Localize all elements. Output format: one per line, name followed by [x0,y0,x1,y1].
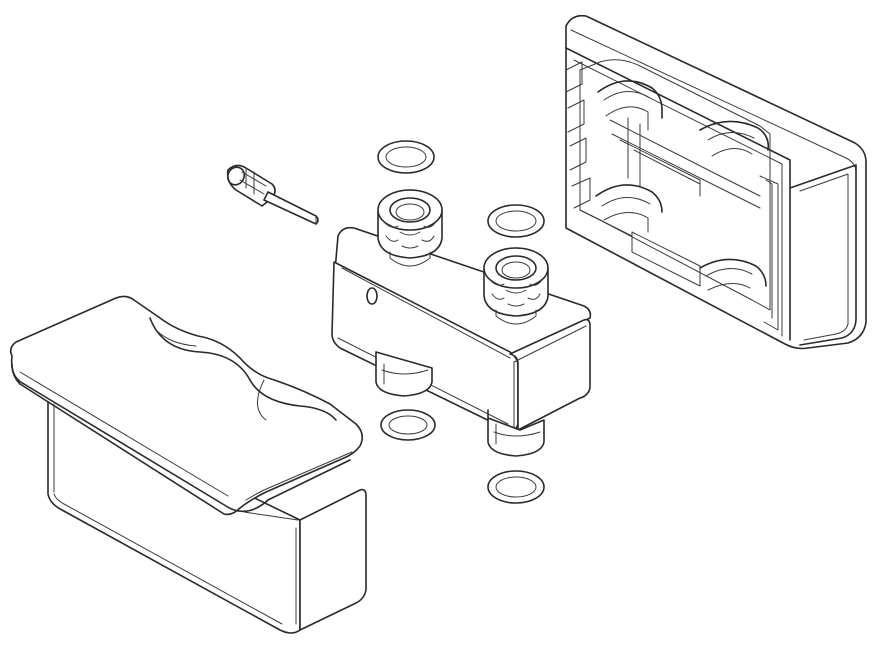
sealing-ring-icon [380,409,436,441]
bottom-connector-icon [375,351,433,397]
union-nut-icon [377,189,443,267]
bottom-connector-icon [487,409,545,457]
insulation-shell-rear-icon [565,14,867,350]
sealing-ring-icon [487,470,545,504]
sensor-sleeve-icon [226,164,319,225]
sealing-ring-icon [377,140,435,174]
union-nut-icon [483,247,549,325]
separator-body-icon [331,226,592,432]
sealing-ring-icon [487,204,545,238]
insulation-shell-front-icon [9,295,367,634]
